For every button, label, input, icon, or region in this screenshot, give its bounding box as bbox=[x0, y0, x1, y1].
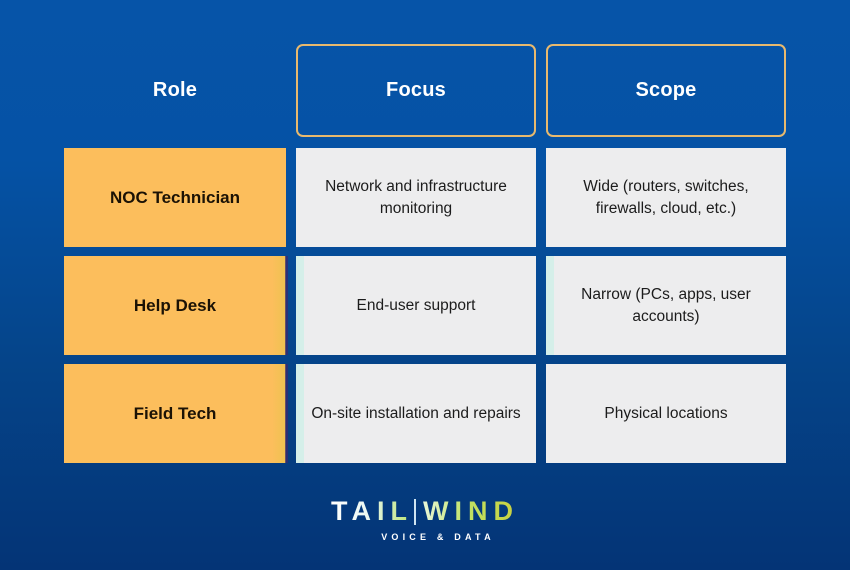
logo-divider-bar bbox=[414, 498, 416, 525]
cell-edge-tint bbox=[296, 364, 304, 463]
row-focus-cell: Network and infrastructure monitoring bbox=[296, 148, 536, 247]
table-row: Field Tech On-site installation and repa… bbox=[64, 364, 786, 463]
row-role-label: Field Tech bbox=[133, 403, 217, 423]
row-focus-cell: End-user support bbox=[296, 256, 536, 355]
logo-word-tail: TAIL bbox=[331, 496, 413, 526]
tailwind-logo: TAIL WIND VOICE & DATA bbox=[0, 498, 850, 543]
logo-tagline: VOICE & DATA bbox=[381, 532, 495, 542]
table-row: Help Desk End-user support Narrow (PCs, … bbox=[64, 256, 786, 355]
row-focus-label: On-site installation and repairs bbox=[311, 404, 521, 422]
cell-edge-line bbox=[285, 364, 288, 463]
column-header-role: Role bbox=[64, 44, 286, 137]
column-header-role-label: Role bbox=[152, 79, 198, 101]
column-header-focus: Focus bbox=[296, 44, 536, 137]
cell-edge-tint bbox=[546, 256, 554, 355]
row-scope-label: Wide (routers, switches, firewalls, clou… bbox=[583, 177, 749, 217]
row-role-label: NOC Technician bbox=[109, 187, 241, 207]
row-role-label: Help Desk bbox=[133, 295, 217, 315]
cell-edge-tint bbox=[272, 256, 286, 355]
row-role-cell: NOC Technician bbox=[64, 148, 286, 247]
cell-edge-tint bbox=[296, 256, 304, 355]
row-scope-label: Narrow (PCs, apps, user accounts) bbox=[581, 285, 751, 325]
row-scope-cell: Narrow (PCs, apps, user accounts) bbox=[546, 256, 786, 355]
row-role-cell: Help Desk bbox=[64, 256, 288, 355]
table-row: NOC Technician Network and infrastructur… bbox=[64, 148, 786, 247]
cell-edge-tint bbox=[272, 364, 286, 463]
comparison-table: Role Focus Scope NOC Technician Network … bbox=[64, 44, 786, 463]
cell-edge-line bbox=[285, 256, 288, 355]
row-scope-cell: Physical locations bbox=[546, 364, 786, 463]
column-header-focus-label: Focus bbox=[386, 79, 446, 101]
row-scope-cell: Wide (routers, switches, firewalls, clou… bbox=[546, 148, 786, 247]
table-header-row: Role Focus Scope bbox=[64, 44, 786, 137]
row-role-cell: Field Tech bbox=[64, 364, 288, 463]
column-header-scope-label: Scope bbox=[635, 79, 697, 101]
logo-wordmark: TAIL WIND bbox=[331, 498, 519, 525]
row-focus-cell: On-site installation and repairs bbox=[296, 364, 536, 463]
row-scope-label: Physical locations bbox=[604, 404, 728, 422]
column-header-scope: Scope bbox=[546, 44, 786, 137]
logo-word-wind: WIND bbox=[423, 496, 519, 526]
row-focus-label: End-user support bbox=[356, 296, 476, 314]
row-focus-label: Network and infrastructure monitoring bbox=[325, 177, 507, 217]
